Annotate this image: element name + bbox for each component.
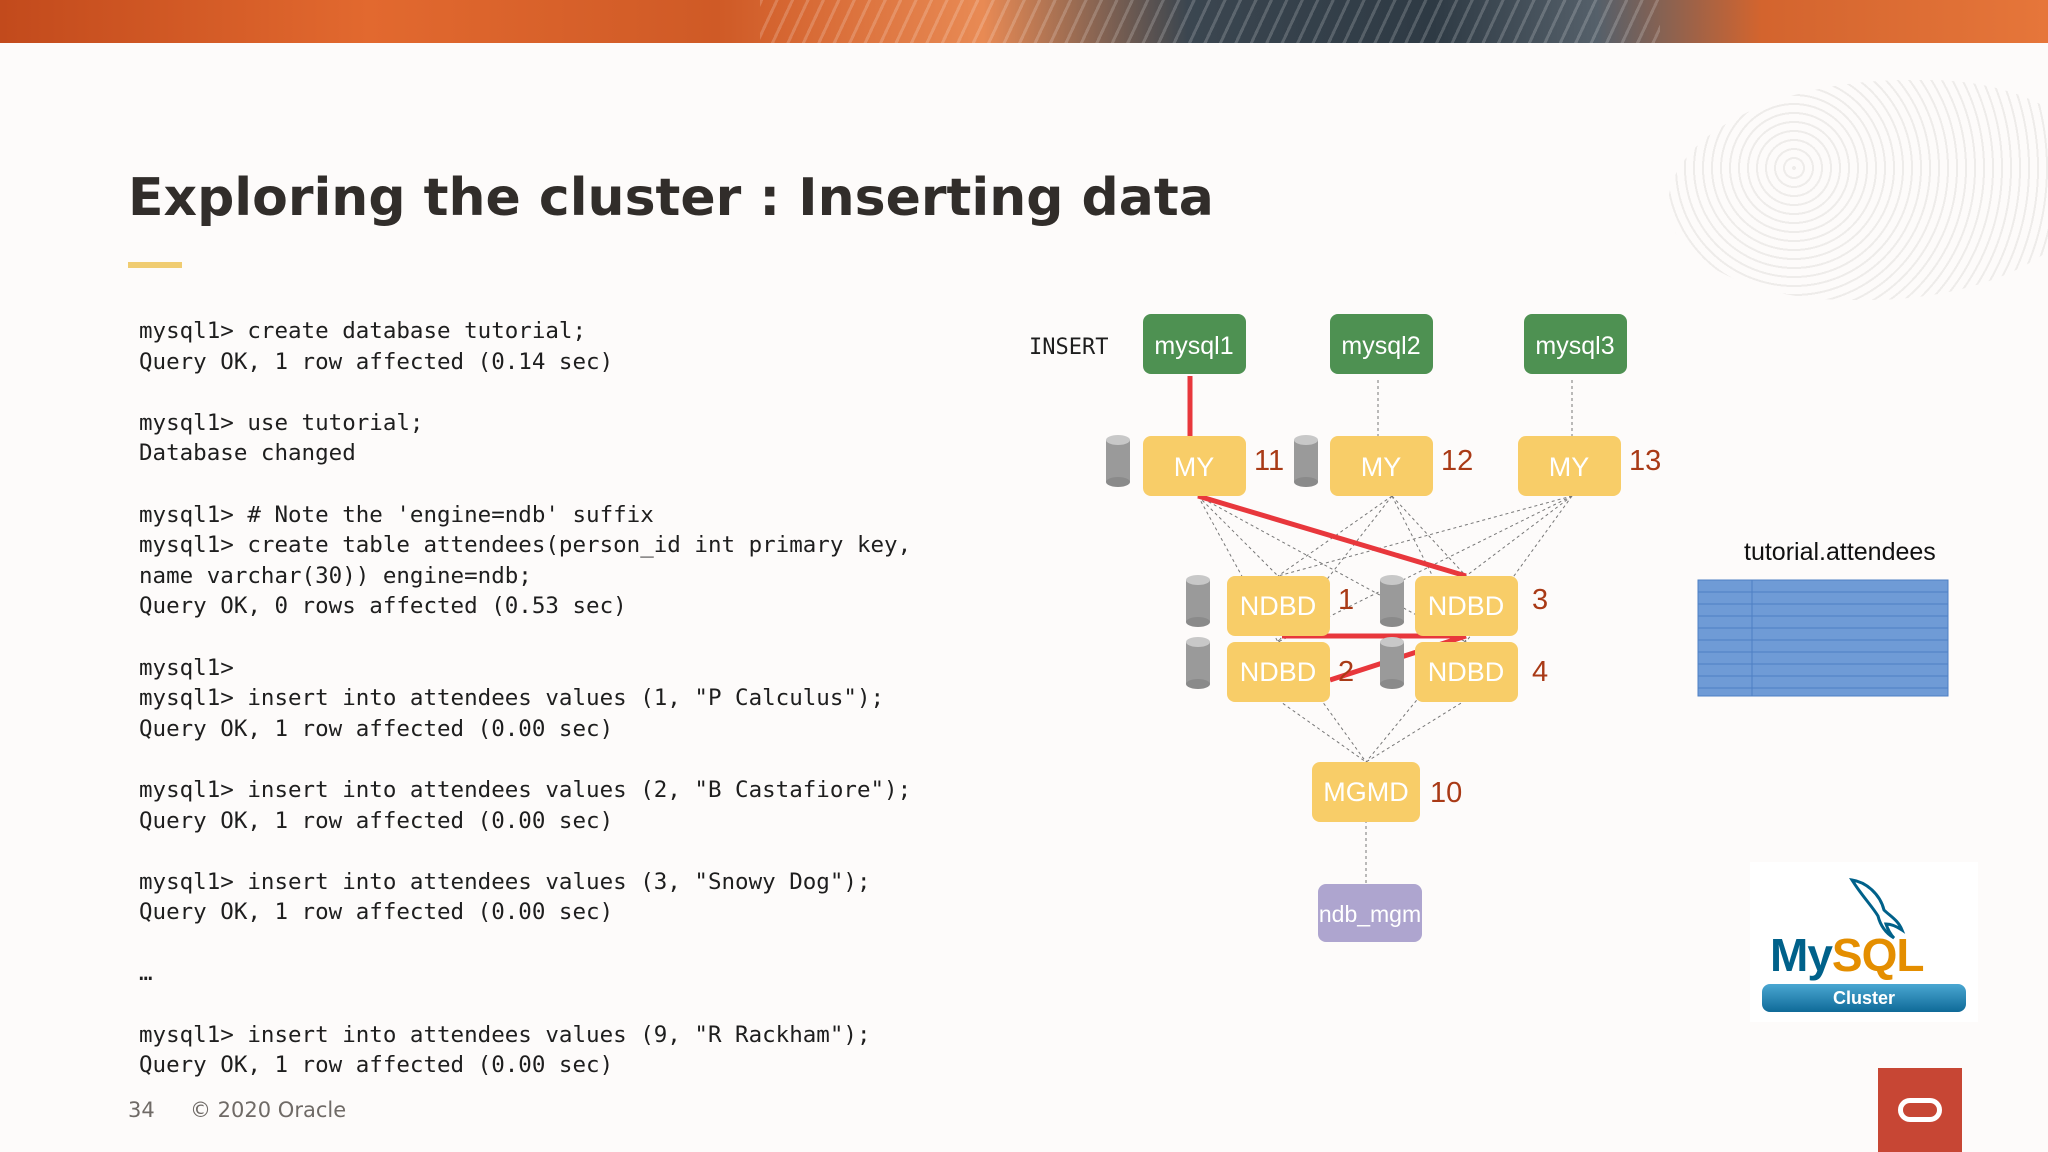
disk-icon: [1186, 575, 1210, 627]
header-banner: [0, 0, 2048, 43]
code-line: …: [139, 960, 153, 987]
page-number: 34: [128, 1098, 155, 1122]
code-line: mysql1> create table attendees(person_id…: [139, 532, 912, 559]
code-line: Query OK, 1 row affected (0.14 sec): [139, 348, 614, 375]
code-line: Database changed: [139, 440, 356, 467]
svg-text:mysql1: mysql1: [1154, 332, 1233, 360]
svg-text:NDBD: NDBD: [1428, 657, 1505, 687]
oracle-logo: [1878, 1068, 1962, 1152]
mysql-wordmark: MySQL: [1770, 929, 1924, 981]
code-line: mysql1> insert into attendees values (1,…: [139, 685, 885, 712]
code-line: mysql1> insert into attendees values (3,…: [139, 868, 871, 895]
slide-title: Exploring the cluster : Inserting data: [128, 168, 1214, 228]
copyright: © 2020 Oracle: [190, 1098, 347, 1122]
svg-text:mysql2: mysql2: [1341, 332, 1420, 360]
client-mysql2: mysql2: [1330, 314, 1433, 374]
table-caption: tutorial.attendees: [1744, 538, 1936, 566]
management-node-10: MGMD 10: [1312, 762, 1462, 822]
disk-icon: [1294, 435, 1318, 487]
code-line: Query OK, 0 rows affected (0.53 sec): [139, 593, 627, 620]
code-line: mysql1>: [139, 654, 234, 681]
code-line: Query OK, 1 row affected (0.00 sec): [139, 715, 614, 742]
data-node-4: NDBD 4: [1415, 642, 1548, 702]
sql-node-12: MY 12: [1330, 436, 1473, 496]
oracle-ring-icon: [1898, 1098, 1942, 1122]
code-line: Query OK, 1 row affected (0.00 sec): [139, 1052, 614, 1079]
svg-text:NDBD: NDBD: [1240, 657, 1317, 687]
client-mysql1: mysql1: [1143, 314, 1246, 374]
sql-session-transcript: mysql1> create database tutorial; Query O…: [139, 316, 911, 1081]
data-node-1: NDBD 1: [1227, 576, 1354, 636]
svg-text:MGMD: MGMD: [1323, 777, 1408, 807]
disk-icon: [1106, 435, 1130, 487]
svg-text:1: 1: [1338, 584, 1354, 616]
svg-text:10: 10: [1430, 777, 1462, 809]
ndb-mgm-client: ndb_mgm: [1318, 884, 1422, 942]
code-line: name varchar(30)) engine=ndb;: [139, 562, 532, 589]
sql-node-13: MY 13: [1518, 436, 1661, 496]
svg-text:NDBD: NDBD: [1428, 591, 1505, 621]
svg-text:13: 13: [1629, 445, 1661, 477]
disk-icon: [1186, 637, 1210, 689]
svg-text:NDBD: NDBD: [1240, 591, 1317, 621]
svg-text:MY: MY: [1549, 452, 1590, 482]
data-node-3: NDBD 3: [1415, 576, 1548, 636]
title-underline: [128, 262, 182, 268]
disk-icon: [1380, 575, 1404, 627]
code-line: mysql1> create database tutorial;: [139, 318, 587, 344]
svg-text:3: 3: [1532, 584, 1548, 616]
banner-texture: [760, 0, 1660, 43]
code-line: Query OK, 1 row affected (0.00 sec): [139, 899, 614, 926]
svg-text:MY: MY: [1361, 452, 1402, 482]
svg-text:MY: MY: [1174, 452, 1215, 482]
dolphin-icon: [1849, 878, 1906, 940]
svg-text:11: 11: [1254, 445, 1284, 477]
code-line: mysql1> use tutorial;: [139, 409, 424, 436]
svg-text:12: 12: [1441, 445, 1473, 477]
disk-icon: [1380, 637, 1404, 689]
insert-label: INSERT: [1029, 335, 1109, 360]
svg-text:mysql3: mysql3: [1535, 332, 1614, 360]
client-mysql3: mysql3: [1524, 314, 1627, 374]
code-line: Query OK, 1 row affected (0.00 sec): [139, 807, 614, 834]
svg-text:2: 2: [1338, 656, 1354, 688]
code-line: mysql1> insert into attendees values (9,…: [139, 1021, 871, 1048]
sql-node-11: MY 11: [1143, 436, 1284, 496]
svg-text:4: 4: [1532, 656, 1548, 688]
mysql-cluster-logo: MySQL Cluster: [1750, 862, 1978, 1022]
svg-text:ndb_mgm: ndb_mgm: [1319, 901, 1421, 927]
data-node-2: NDBD 2: [1227, 642, 1354, 702]
code-line: mysql1> insert into attendees values (2,…: [139, 776, 912, 803]
code-line: mysql1> # Note the 'engine=ndb' suffix: [139, 501, 654, 528]
attendees-table-grid: [1697, 579, 1949, 697]
cluster-badge: Cluster: [1762, 984, 1966, 1012]
